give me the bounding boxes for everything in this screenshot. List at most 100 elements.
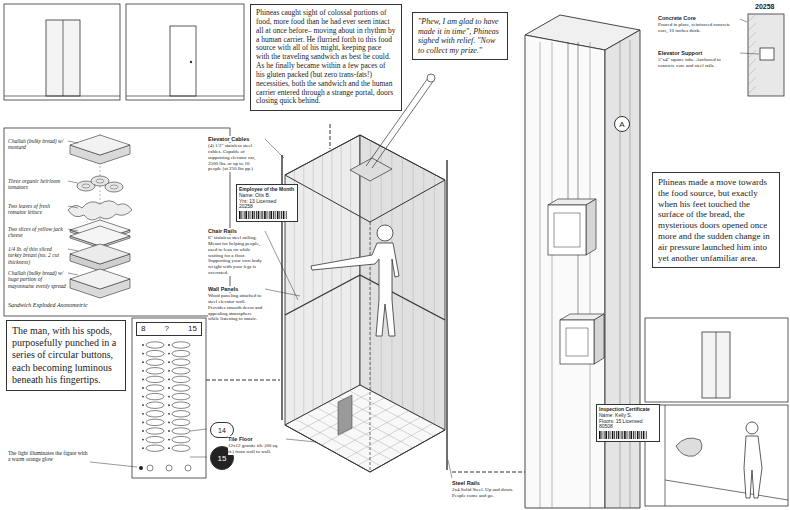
- shaft-rail: [540, 42, 541, 508]
- button-dot: [168, 447, 170, 449]
- part-note: Wood paneling attached to steel elevator…: [208, 293, 263, 322]
- ceiling-outline: [285, 135, 445, 222]
- barcode-bar: [258, 211, 260, 219]
- barcode-bar: [605, 431, 607, 439]
- node-text: ?: [165, 324, 169, 334]
- car-door: [566, 328, 588, 356]
- barcode-bar: [622, 431, 624, 439]
- floor-panel: [338, 395, 352, 435]
- floor-button: [172, 350, 190, 356]
- tomato: [105, 182, 123, 192]
- shaft-wall: [605, 30, 640, 508]
- leader-line: [68, 273, 78, 275]
- barcode: [239, 211, 289, 219]
- floor-button: [146, 342, 164, 348]
- barcode-bar: [616, 431, 618, 439]
- floor-button: [172, 402, 190, 408]
- floor-line: [126, 96, 244, 97]
- floor-button: [172, 368, 190, 374]
- person-head: [746, 422, 758, 434]
- part-note: 6" stainless steel railing. Meant for he…: [208, 235, 263, 275]
- button-dot: [142, 413, 144, 415]
- tomato-core: [110, 185, 118, 189]
- part-note: 2x4 Solid Steel. Up and down. People com…: [452, 487, 522, 499]
- wall-panel-seam: [313, 160, 314, 410]
- control-button: [185, 465, 191, 471]
- car-side: [594, 314, 604, 364]
- floor-button: [172, 411, 190, 417]
- tomato-core: [82, 184, 90, 188]
- barcode-bar: [264, 211, 266, 219]
- barcode-bar: [645, 431, 647, 439]
- sandwich-sketch: [676, 438, 702, 456]
- floor-button: [146, 393, 164, 399]
- note: The light illuminates the figure with a …: [8, 450, 88, 463]
- barcode-bar: [639, 431, 641, 439]
- concrete-core-detail: [748, 14, 784, 96]
- control-button: [147, 465, 153, 471]
- button-dot: [142, 439, 144, 441]
- button-dot: [168, 430, 170, 432]
- leader-line: [265, 289, 300, 296]
- leader-line: [265, 231, 298, 300]
- node-text: 15: [188, 324, 197, 334]
- barcode-bar: [607, 431, 609, 439]
- floor-edge: [370, 430, 445, 472]
- node-text: Phineas made a move towards the food sou…: [658, 177, 774, 263]
- part-note: 5"x4" square tube. Anchored to concrete …: [658, 57, 738, 69]
- part-name: Chair Rails: [208, 228, 263, 234]
- floor-button: [146, 376, 164, 382]
- tomato-core: [96, 179, 104, 183]
- id-card: Employee of the MonthName: Otis B.Yrs: 1…: [236, 184, 298, 222]
- elevation-frame: [645, 318, 788, 402]
- leader-line: [68, 229, 78, 231]
- wall-panel-seam: [322, 155, 323, 405]
- tile-joint: [317, 408, 402, 454]
- floor-button: [146, 445, 164, 451]
- button-dot: [168, 344, 170, 346]
- barcode-bar: [614, 431, 616, 439]
- node-text: 8: [141, 324, 145, 334]
- barcode-bar: [281, 211, 283, 219]
- button-dot: [142, 353, 144, 355]
- barcode-bar: [245, 211, 247, 219]
- button-dot: [168, 422, 170, 424]
- floor-button: [172, 436, 190, 442]
- button-panel: [132, 318, 206, 478]
- tile-joint: [346, 417, 421, 458]
- node-text: "Phew, I am glad to have made it in time…: [418, 17, 502, 55]
- barcode-bar: [266, 211, 268, 219]
- barcode-bar: [599, 431, 601, 439]
- sandwich-frame: [4, 128, 230, 316]
- floor-button: [146, 411, 164, 417]
- cheese-slice: [70, 226, 130, 246]
- part-name: Wall Panels: [208, 286, 263, 292]
- view-link: [330, 124, 331, 149]
- concrete-hatch: [748, 32, 756, 40]
- barcode-bar: [241, 211, 243, 219]
- button-dot: [142, 370, 144, 372]
- part-name: Tile Floor: [228, 436, 283, 442]
- shaft-rail: [552, 42, 553, 508]
- view-title: Sandwich Exploded Axonometric: [8, 302, 128, 309]
- floor-button: [172, 393, 190, 399]
- interior-frame: [645, 405, 788, 506]
- door-frame: [46, 20, 80, 96]
- card-field: 80508: [599, 424, 657, 430]
- layer-label: 1/4 lb. of thin sliced turkey breast (no…: [8, 246, 66, 265]
- barcode-bar: [601, 431, 603, 439]
- node-text: The man, with his spods, purposefully pu…: [12, 325, 120, 386]
- elevation-frame: [4, 4, 120, 100]
- floor-line: [665, 480, 788, 500]
- node-text: 15: [218, 454, 227, 463]
- button-dot: [168, 413, 170, 415]
- floor-button: [172, 445, 190, 451]
- button-dot: [142, 361, 144, 363]
- button-dot: [168, 379, 170, 381]
- narrative-box: Phineas caught sight of colossal portion…: [250, 4, 402, 111]
- barcode-bar: [262, 211, 264, 219]
- layer-label: Two slices of yellow jack cheese: [8, 226, 66, 239]
- floor-button: [146, 428, 164, 434]
- door: [702, 332, 730, 398]
